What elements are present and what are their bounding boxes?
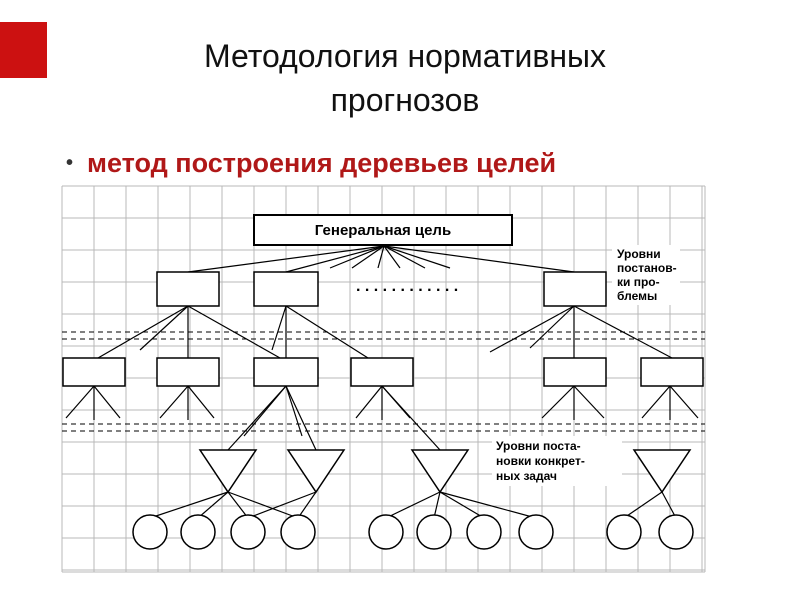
problem-levels-label: Уровни постанов- ки про- блемы [612, 245, 680, 305]
task-triangle [410, 449, 470, 494]
level-2-node [350, 357, 414, 387]
bullet-dot-icon: • [66, 152, 74, 174]
title-line-1: Методология нормативных [203, 38, 607, 74]
title-accent-bar [0, 22, 47, 78]
level-separators [62, 331, 705, 432]
level-1-nodes [156, 271, 607, 307]
level-2-node [156, 357, 220, 387]
leaf-circle [230, 514, 266, 550]
task-triangles [198, 449, 692, 494]
level-1-ellipsis: . . . . . . . . . . . . [356, 278, 458, 295]
task-triangle [198, 449, 258, 494]
leaf-circle [658, 514, 694, 550]
bullet-item: • метод построения деревьев целей [66, 148, 556, 179]
leaf-circle [416, 514, 452, 550]
slide-title: Методология нормативных прогнозов [60, 34, 750, 122]
tree-connectors [65, 245, 699, 519]
leaf-circle [280, 514, 316, 550]
leaf-circle [180, 514, 216, 550]
leaf-circle [606, 514, 642, 550]
level-1-node [543, 271, 607, 307]
level-1-node [156, 271, 220, 307]
leaf-circle [368, 514, 404, 550]
level-2-nodes [62, 357, 704, 387]
level-2-node [253, 357, 319, 387]
level-1-node [253, 271, 319, 307]
task-triangle [632, 449, 692, 494]
svg-text:Уровни постанов- к: Уровни постанов- ки про- блемы [617, 247, 680, 303]
level-2-node [62, 357, 126, 387]
root-goal-node: Генеральная цель [253, 214, 513, 246]
leaf-circles [132, 514, 694, 550]
task-levels-label: Уровни поста- новки конкрет- ных задач [492, 436, 622, 486]
leaf-circle [518, 514, 554, 550]
root-goal-label: Генеральная цель [315, 222, 451, 239]
level-2-node [640, 357, 704, 387]
leaf-circle [132, 514, 168, 550]
level-2-node [543, 357, 607, 387]
title-line-2: прогнозов [330, 82, 480, 118]
bullet-text: метод построения деревьев целей [87, 148, 557, 178]
svg-text:Уровни поста- новки конк: Уровни поста- новки конкрет- ных задач [496, 439, 588, 483]
leaf-circle [466, 514, 502, 550]
task-triangle [286, 449, 346, 494]
